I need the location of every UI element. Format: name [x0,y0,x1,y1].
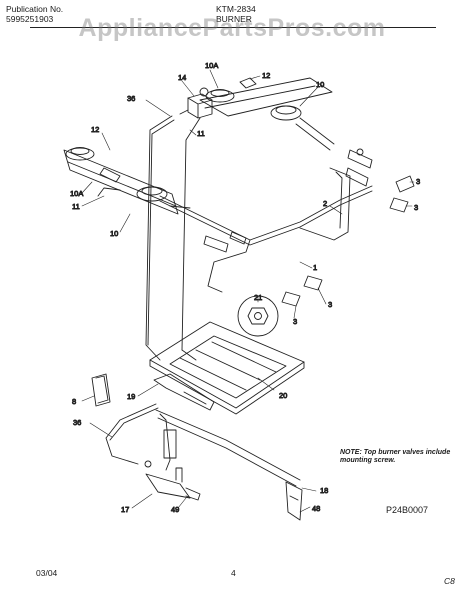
callout-11-left: 11 [72,202,80,211]
top-right-burner-assembly [199,77,335,151]
corner-mark: C8 [444,576,455,586]
callout-12-left: 12 [91,125,99,134]
callout-17: 17 [121,505,129,514]
callout-21: 21 [254,293,262,302]
callout-3-c: 3 [328,300,332,309]
footer-date: 03/04 [36,568,58,578]
callout-20: 20 [279,391,287,400]
bottom-valve [144,460,201,501]
callout-14: 14 [178,73,186,82]
callout-18: 18 [320,486,328,495]
footer-page: 4 [231,568,236,578]
oven-burner-baffle [149,321,305,415]
model-number: KTM-2834 [216,4,256,14]
valve-note: NOTE: Top burner valves include mounting… [340,449,451,464]
diagram-code: P24B0007 [386,505,429,515]
callout-10-left: 10 [110,229,118,238]
callout-49: 49 [171,505,179,514]
callout-12-top: 12 [262,71,270,80]
publication-number: 5995251903 [6,14,54,24]
mounting-bracket [285,481,303,521]
oven-burner-tube [155,409,301,487]
igniter-assembly [153,373,215,411]
callout-10a-top: 10A [205,61,218,70]
callout-10a-left: 10A [70,189,83,198]
regulator [179,87,213,119]
publication-label: Publication No. [6,4,64,14]
header-rule [30,27,436,28]
callout-36-bottom: 36 [73,418,81,427]
leader-lines [81,69,415,513]
callout-48: 48 [312,504,320,513]
section-title: BURNER [216,14,252,24]
callout-3-b: 3 [414,203,418,212]
callout-11-top: 11 [197,129,205,138]
callout-10-top: 10 [316,80,324,89]
callout-19: 19 [127,392,135,401]
callout-8: 8 [72,397,76,406]
callout-1: 1 [313,263,317,272]
callout-36-top: 36 [127,94,135,103]
top-left-burner-assembly [63,147,191,215]
safety-valve [91,373,111,407]
callout-2: 2 [323,199,327,208]
callout-3-a: 3 [416,177,420,186]
watermark: AppliancePartsPros.com [78,14,386,42]
callout-3-d: 3 [293,317,297,326]
gas-tubing [105,115,373,465]
burner-valves [97,148,415,307]
